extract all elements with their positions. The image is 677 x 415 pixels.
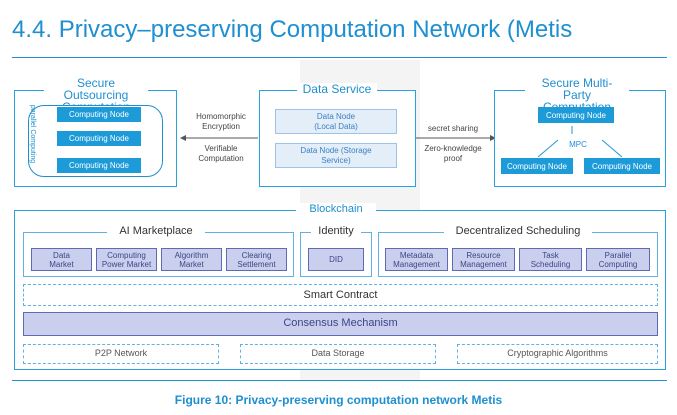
mpc-node-left[interactable]: Computing Node [501, 158, 573, 174]
algorithm-market[interactable]: Algorithm Market [161, 248, 222, 271]
right-arrow [416, 135, 496, 141]
data-market[interactable]: Data Market [31, 248, 92, 271]
consensus-box [23, 312, 658, 336]
smart-contract-label: Smart Contract [303, 289, 378, 301]
outsourcing-node-2[interactable]: Computing Node [57, 131, 141, 146]
mpc-top-node[interactable]: Computing Node [538, 107, 614, 123]
verifiable-label: Verifiable Computation [198, 144, 244, 163]
left-arrow [180, 135, 258, 141]
zk-proof-label: Zero-knowledge proof [424, 144, 482, 163]
data-node-local[interactable]: Data Node (Local Data) [275, 109, 397, 134]
ai-marketplace-title: AI Marketplace [107, 225, 205, 237]
mpc-links [537, 126, 623, 158]
figure-caption: Figure 10: Privacy-preserving computatio… [174, 393, 503, 407]
data-storage-box [240, 344, 436, 364]
homomorphic-label: Homomorphic Encryption [196, 112, 246, 131]
task-scheduling[interactable]: Task Scheduling [519, 248, 582, 271]
footer-divider [12, 380, 667, 381]
title-divider [12, 57, 667, 58]
clearing-settlement[interactable]: Clearing Settlement [226, 248, 287, 271]
cryptographic-algorithms-box [457, 344, 658, 364]
p2p-network-label: P2P Network [94, 348, 148, 358]
did-cell[interactable]: DID [308, 248, 364, 271]
page-title: 4.4. Privacy–preserving Computation Netw… [12, 16, 573, 43]
scheduling-title: Decentralized Scheduling [444, 225, 592, 237]
cryptographic-algorithms-label: Cryptographic Algorithms [507, 348, 608, 358]
parallel-computing[interactable]: Parallel Computing [586, 248, 650, 271]
data-service-frame [259, 90, 416, 187]
blockchain-title: Blockchain [296, 203, 376, 215]
secret-sharing-label: secret sharing [427, 124, 479, 133]
data-node-storage[interactable]: Data Node (Storage Service) [275, 143, 397, 168]
mpc-node-right[interactable]: Computing Node [584, 158, 660, 174]
mpc-label: MPC [569, 140, 587, 149]
identity-title: Identity [311, 225, 361, 237]
consensus-label: Consensus Mechanism [283, 317, 398, 329]
data-storage-label: Data Storage [311, 348, 365, 358]
data-service-title: Data Service [297, 83, 377, 95]
outsourcing-node-3[interactable]: Computing Node [57, 158, 141, 173]
outsourcing-node-1[interactable]: Computing Node [57, 107, 141, 122]
parallel-label: parallel Computing [29, 104, 36, 164]
metadata-management[interactable]: Metadata Management [385, 248, 448, 271]
resource-management[interactable]: Resource Management [452, 248, 515, 271]
computing-power-market[interactable]: Computing Power Market [96, 248, 157, 271]
smart-contract-box [23, 284, 658, 306]
p2p-network-box [23, 344, 219, 364]
